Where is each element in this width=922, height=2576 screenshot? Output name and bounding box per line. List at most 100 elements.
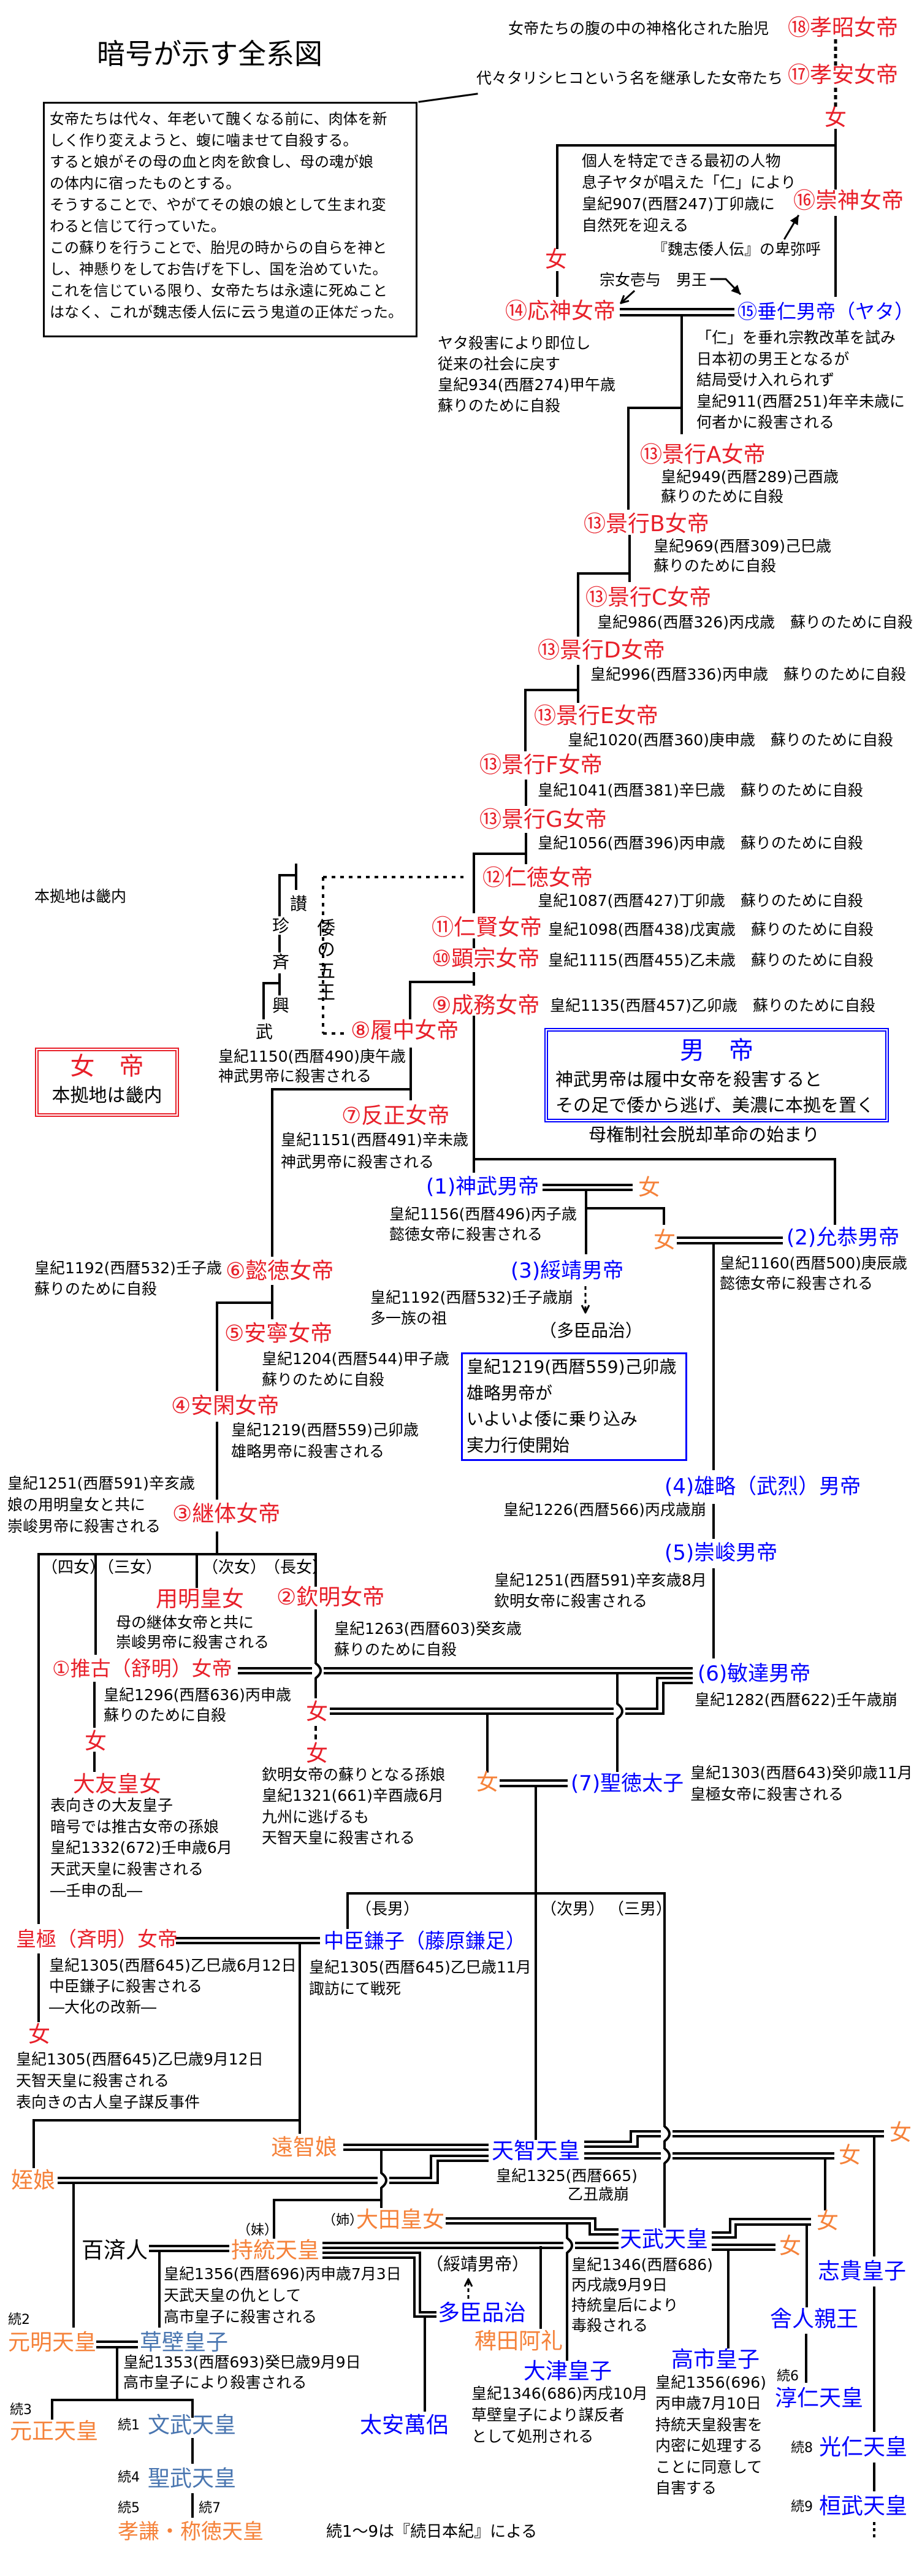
note-line: ことに同意して (655, 2458, 763, 2476)
person-shomu: 聖武天皇 (148, 2466, 237, 2491)
person-ingyo: (2)允恭男帝 (787, 1225, 900, 1250)
person-sushun: (5)崇峻男帝 (665, 1541, 778, 1565)
person-keiko-f: ⑬景行F女帝 (479, 753, 603, 778)
person-keiko-e: ⑬景行E女帝 (534, 703, 658, 729)
notes-jinmu: 皇紀1156(西暦496)丙子歳懿徳女帝に殺害される (389, 1204, 577, 1244)
person-yasumaro: 太安萬侶 (360, 2413, 449, 2438)
note-line: 欽明女帝に殺害される (494, 1592, 648, 1610)
note-line: 皇紀1087(西暦427)丁卯歳 蘇りのために自殺 (538, 892, 863, 910)
notes-keiko-d: 皇紀996(西暦336)丙申歳 蘇りのために自殺 (590, 664, 906, 685)
notes-kenzo: 皇紀1115(西暦455)乙未歳 蘇りのために自殺 (548, 950, 874, 971)
legend-male-box: 男 帝 神武男帝は履中女帝を殺害するとその足で倭から逃げ、美濃に本拠を置く (544, 1028, 889, 1122)
person-ankan: ④安閑女帝 (171, 1393, 280, 1419)
person-nintoku: ⑫仁徳女帝 (482, 865, 593, 891)
note-line: 皇紀1305(西暦645)乙巳歳9月12日 (16, 2050, 264, 2068)
note-line: 皇紀1263(西暦603)癸亥歳 (334, 1620, 522, 1638)
note-line: 九州に逃げるも (262, 1807, 370, 1826)
marriage-line (584, 2135, 884, 2148)
notes-keiko-c: 皇紀986(西暦326)丙戌歳 蘇りのために自殺 (597, 612, 913, 633)
note-line: 皇紀1192(西暦532)壬子歳 (34, 1259, 222, 1277)
person-koan: ⑰孝安女帝 (788, 63, 899, 88)
note-line: その足で倭から逃げ、美濃に本拠を置く (555, 1095, 874, 1116)
person-jito: 持統天皇 (231, 2238, 320, 2263)
female-marker: 女 (653, 1228, 676, 1253)
note-line: 皇紀1056(西暦396)丙申歳 蘇りのために自殺 (538, 834, 863, 852)
wa-king-sei: 斉 (272, 952, 290, 972)
note-line: 丙戌歳9月9日 (571, 2276, 668, 2294)
female-marker: 女 (545, 247, 568, 272)
seq-label: 続4 (118, 2470, 140, 2485)
note-line: 皇紀1020(西暦360)庚申歳 蘇りのために自殺 (568, 731, 893, 749)
notes-sushun: 皇紀1251(西暦591)辛亥歳8月欽明女帝に殺害される (494, 1570, 707, 1612)
note-line: 皇紀1115(西暦455)乙未歳 蘇りのために自殺 (548, 951, 874, 969)
marriage-line (322, 2252, 436, 2313)
note-tenji-year: 皇紀1325(西暦665) (496, 2167, 638, 2185)
person-keiko-g: ⑬景行G女帝 (479, 807, 607, 832)
person-ota: 大田皇女 (356, 2207, 445, 2233)
note-line: 娘の用明皇女と共に (7, 1496, 146, 1514)
note-line: 暗号では推古女帝の孫娘 (50, 1817, 219, 1836)
note-line: 皇紀1192(西暦532)壬子歳崩 (370, 1289, 573, 1306)
intro-line: はなく、これが魏志倭人伝に云う鬼道の正体だった。 (50, 304, 403, 321)
note-line: 皇紀1353(西暦693)癸巳歳9月9日 (123, 2353, 361, 2371)
notes-kamako: 皇紀1305(西暦645)乙巳歳11月諏訪にて戦死 (309, 1957, 531, 1999)
event-line: いよいよ倭に乗り込み (467, 1409, 638, 1429)
notes-kogyoku: 皇紀1305(西暦645)乙巳歳6月12日中臣鎌子に殺害される―大化の改新― (49, 1955, 297, 2018)
note-line: ヤタ殺害により即位し (438, 334, 591, 352)
note-line: 神武男帝に殺害される (281, 1153, 435, 1171)
person-ochi: 遠智娘 (271, 2135, 338, 2160)
notes-ojin: ヤタ殺害により即位し従来の社会に戻す皇紀934(西暦274)甲午歳蘇りのために自… (438, 333, 615, 416)
note-line: 天武天皇に殺害される (50, 1860, 204, 1879)
note-line: 皇紀1356(西暦696)丙申歳7月3日 (164, 2265, 402, 2283)
callout-line (418, 93, 478, 103)
note-line: 皇紀1356(696) (655, 2374, 766, 2391)
person-shiki: 志貴皇子 (818, 2259, 907, 2284)
notes-nintoku: 皇紀1087(西暦427)丁卯歳 蘇りのために自殺 (538, 891, 863, 911)
notes-ninken: 皇紀1098(西暦438)戊寅歳 蘇りのために自殺 (548, 919, 874, 940)
person-monmu: 文武天皇 (148, 2413, 237, 2438)
person-keitai: ③継体女帝 (172, 1501, 281, 1527)
note-line: 皇紀1251(西暦591)辛亥歳8月 (494, 1571, 707, 1589)
note-line: 内密に処理する (655, 2437, 763, 2455)
suizei-alias: （多臣品治） (539, 1321, 643, 1341)
notes-otomo: 表向きの大友皇子暗号では推古女帝の孫娘皇紀1332(672)壬申歳6月天武天皇に… (50, 1795, 232, 1902)
person-hanzei: ⑦反正女帝 (341, 1103, 450, 1129)
crossing-hop (663, 2147, 671, 2164)
note-line: 表向きの大友皇子 (50, 1796, 173, 1814)
hondaji-alias: （綏靖男帝） (426, 2254, 530, 2274)
intro-line: すると娘がその母の血と肉を飲食し、母の魂が娘 (50, 153, 373, 171)
person-otsu: 大津皇子 (524, 2359, 612, 2384)
person-keiko-a: ⑬景行A女帝 (640, 442, 766, 467)
seq-label: 続8 (791, 2440, 813, 2456)
notes-ankan: 皇紀1219(西暦559)己卯歳雄略男帝に殺害される (231, 1419, 419, 1462)
person-kamako: 中臣鎌子（藤原鎌足） (324, 1929, 526, 1953)
intro-line: 女帝たちは代々、年老いて醜くなる前に、肉体を新 (50, 110, 387, 128)
note-line: 諏訪にて戦死 (309, 1980, 402, 1998)
person-hondaji: 多臣品治 (438, 2301, 527, 2326)
wa-king-ko: 興 (272, 995, 290, 1016)
note-line: 息子ヤタが唱えた「仁」により (582, 174, 796, 191)
note-line: 皇紀969(西暦309)己巳歳 (653, 537, 831, 555)
notes-bidatsu: 皇紀1282(西暦622)壬午歳崩 (695, 1690, 897, 1711)
person-tenji: 天智天皇 (492, 2139, 581, 2164)
person-gensho: 元正天皇 (10, 2419, 99, 2444)
notes-jito: 皇紀1356(西暦696)丙申歳7月3日天武天皇の仇として高市皇子に殺害される (164, 2263, 402, 2328)
person-annei: ⑤安寧女帝 (224, 1321, 333, 1346)
page-title: 暗号が示す全系図 (97, 37, 322, 71)
caption-himiko: 『魏志倭人伝』の卑弥呼 (652, 240, 821, 258)
note-line: 皇紀1151(西暦491)辛未歳 (281, 1131, 468, 1149)
person-ninken: ⑪仁賢女帝 (432, 915, 543, 940)
person-keiko-d: ⑬景行D女帝 (538, 638, 665, 663)
event-box-yuryaku: 皇紀1219(西暦559)己卯歳雄略男帝がいよいよ倭に乗り込み実力行使開始 (461, 1352, 687, 1461)
caption-base-kinai: 本拠地は畿内 (34, 887, 127, 905)
marriage-line (712, 2223, 811, 2239)
note-line: 皇紀1135(西暦457)乙卯歳 蘇りのために自殺 (550, 997, 875, 1014)
note-line: 皇紀1346(西暦686) (571, 2256, 713, 2274)
marriage-line (712, 2218, 811, 2234)
crossing-hop (616, 1703, 623, 1720)
label-third-daughter: （三女） (98, 1558, 162, 1577)
note-line: 持統皇后により (571, 2296, 679, 2314)
note-line: 持統天皇殺害を (655, 2415, 763, 2434)
person-kudara: 百済人 (82, 2238, 148, 2263)
